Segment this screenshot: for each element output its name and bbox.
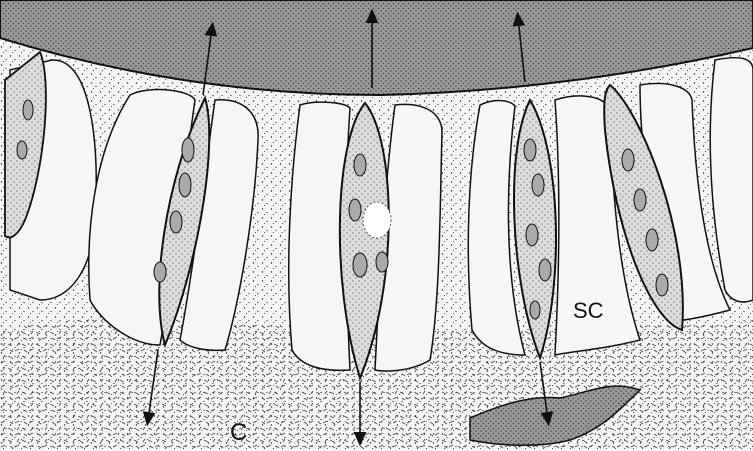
organelle — [532, 174, 544, 196]
organelle — [170, 211, 182, 233]
organelle — [349, 199, 361, 221]
organelle — [539, 259, 551, 281]
organelle — [526, 224, 538, 246]
organelle — [656, 274, 668, 296]
organelle — [182, 138, 194, 162]
label-sc: SC — [573, 298, 604, 323]
organelle — [530, 301, 540, 319]
organelle — [23, 100, 33, 120]
organelle — [634, 189, 646, 211]
nucleus — [363, 202, 391, 238]
organelle — [524, 139, 536, 161]
organelle — [646, 229, 658, 251]
organelle — [154, 262, 166, 282]
organelle — [354, 154, 366, 176]
cell-group-2 — [89, 90, 258, 351]
organelle — [353, 253, 367, 277]
cell-group-1 — [5, 52, 96, 300]
cell-group-3 — [289, 102, 442, 378]
organelle — [376, 252, 388, 272]
label-c: C — [230, 419, 247, 446]
organelle — [622, 149, 634, 171]
organelle — [179, 173, 191, 197]
organelle — [17, 141, 27, 159]
